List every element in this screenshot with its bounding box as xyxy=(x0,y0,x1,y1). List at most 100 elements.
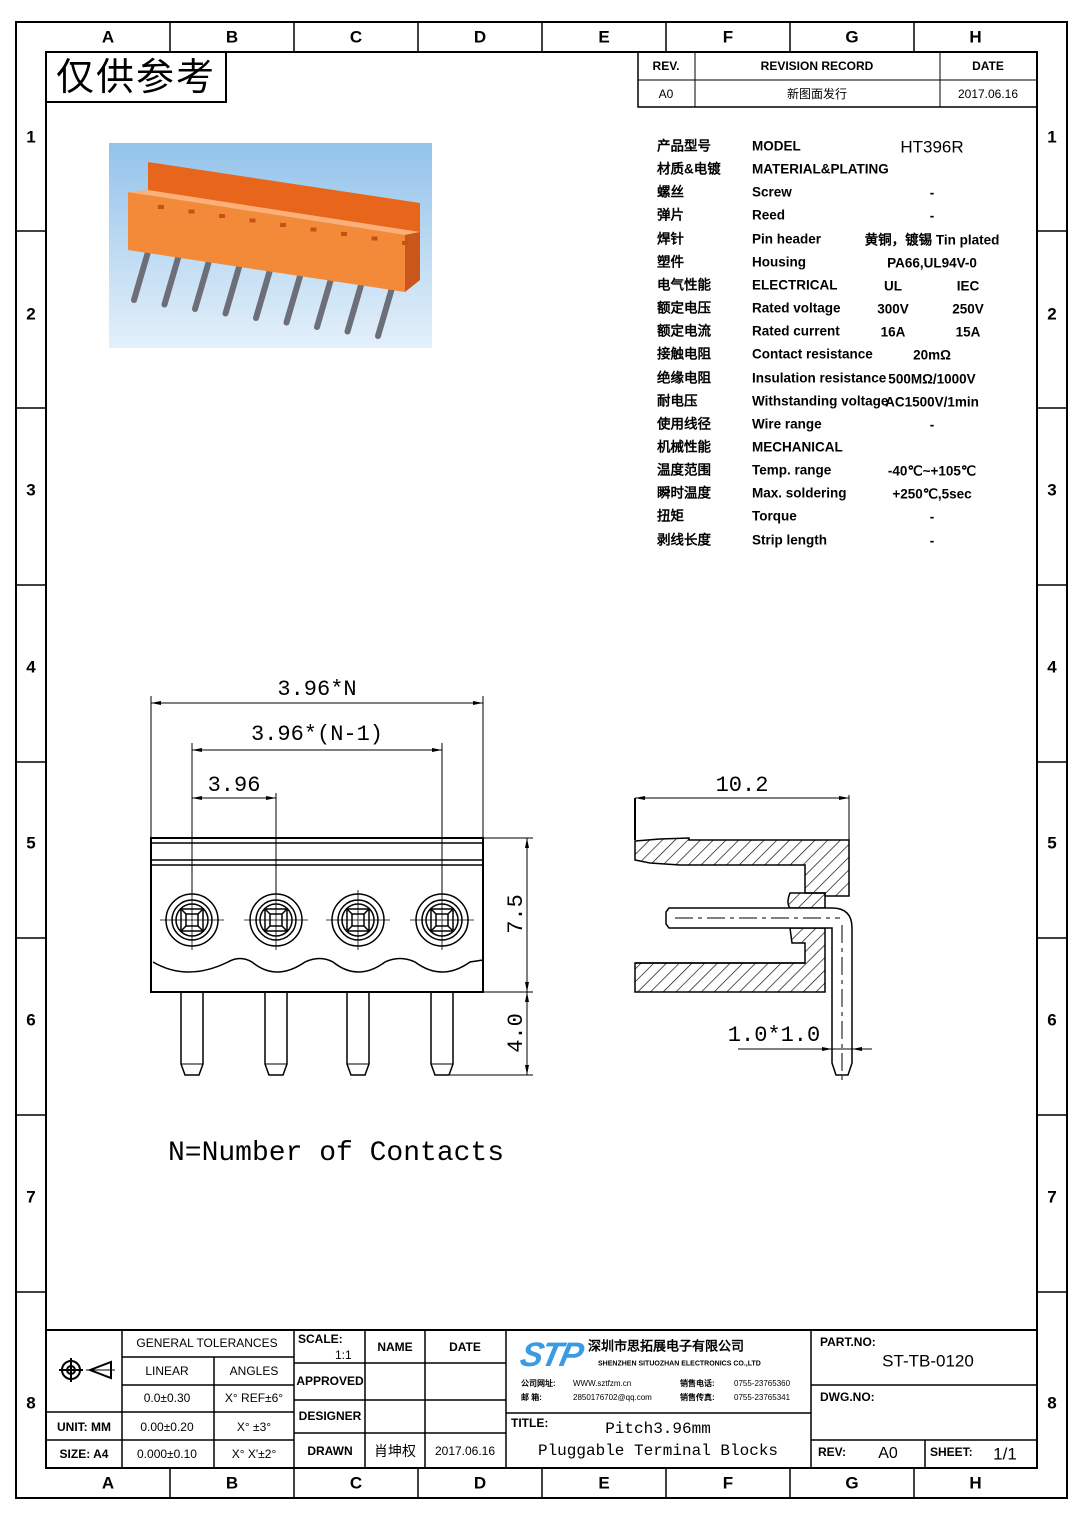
grid-row-label: 4 xyxy=(26,657,36,677)
dim-pin-length: 4.0 xyxy=(504,1013,529,1053)
spec-label-en: Withstanding voltage xyxy=(752,392,889,408)
grid-column-label: D xyxy=(473,1473,487,1493)
spec-label-cn: 弹片 xyxy=(657,207,684,223)
grid-row-label: 2 xyxy=(26,304,36,324)
sheet-value: 1/1 xyxy=(993,1444,1017,1464)
tel-label: 销售电话: xyxy=(680,1379,715,1388)
rev-value: A0 xyxy=(658,87,674,101)
spec-label-cn: 机械性能 xyxy=(657,439,711,455)
grid-column-label: F xyxy=(722,27,734,47)
photo-pin xyxy=(314,276,334,330)
grid-column-label: H xyxy=(969,27,982,47)
grid-row-label: 3 xyxy=(1047,480,1057,500)
company-name-en: SHENZHEN SITUOZHAN ELECTRONICS CO.,LTD xyxy=(598,1360,761,1368)
spec-label-en: Reed xyxy=(752,207,786,223)
spec-label-cn: 使用线径 xyxy=(657,416,711,432)
spec-value-iec: 250V xyxy=(952,301,984,317)
linear-tol-1: 0.0±0.30 xyxy=(143,1391,191,1405)
grid-row-label: 1 xyxy=(1047,127,1057,147)
spec-label-cn: 瞬时温度 xyxy=(657,485,711,501)
angle-tol-3: X° X'±2° xyxy=(231,1447,277,1461)
revision-record-header: REVISION RECORD xyxy=(760,59,874,73)
grid-row-label: 7 xyxy=(1047,1187,1057,1207)
angle-tol-2: X° ±3° xyxy=(236,1420,272,1434)
terminal-screw xyxy=(244,890,308,1076)
spec-label-en: MODEL xyxy=(752,138,801,154)
spec-value: - xyxy=(929,532,935,548)
side-view xyxy=(634,795,872,1080)
spec-value-ul: 16A xyxy=(880,324,906,340)
drawn-label: DRAWN xyxy=(307,1444,353,1458)
grid-row-label: 5 xyxy=(1047,833,1057,853)
photo-pin xyxy=(344,280,365,335)
spec-value-iec: 15A xyxy=(955,324,981,340)
dim-pitch: 3.96 xyxy=(207,773,261,798)
grid-row-label: 1 xyxy=(26,127,36,147)
drawn-date: 2017.06.16 xyxy=(434,1444,496,1458)
grid-column-label: C xyxy=(349,27,363,47)
photo-pin xyxy=(283,271,304,326)
photo-slot xyxy=(158,205,164,209)
photo-pin xyxy=(192,258,212,312)
dim-depth: 10.2 xyxy=(715,773,769,798)
photo-pin xyxy=(375,285,395,339)
spec-value-iec: IEC xyxy=(956,278,980,294)
photo-slot xyxy=(280,223,286,227)
general-tolerances-label: GENERAL TOLERANCES xyxy=(136,1336,278,1350)
grid-row-label: 7 xyxy=(26,1187,36,1207)
photo-slot xyxy=(219,214,225,218)
rev-header: REV. xyxy=(652,59,680,73)
size-label: SIZE: A4 xyxy=(59,1447,109,1461)
spec-label-cn: 剥线长度 xyxy=(657,531,711,547)
spec-label-en: MECHANICAL xyxy=(752,439,843,455)
spec-value: 500MΩ/1000V xyxy=(888,370,976,386)
date-header: DATE xyxy=(972,59,1004,73)
drawn-by-name: 肖坤权 xyxy=(374,1443,416,1459)
grid-column-label: D xyxy=(473,27,487,47)
front-view xyxy=(150,696,533,1076)
title-line-2: Pluggable Terminal Blocks xyxy=(537,1442,779,1460)
revision-record-value: 新图面发行 xyxy=(786,87,848,101)
grid-row-label: 3 xyxy=(26,480,36,500)
spec-value: HT396R xyxy=(900,137,964,157)
photo-slot xyxy=(371,236,378,241)
spec-label-cn: 额定电流 xyxy=(657,323,711,339)
spec-value: +250℃,5sec xyxy=(892,486,972,502)
spec-value: 20mΩ xyxy=(913,347,951,363)
reference-only-stamp: 仅供参考 xyxy=(55,55,217,99)
scale-value: 1:1 xyxy=(335,1348,352,1362)
grid-column-label: G xyxy=(845,27,859,47)
grid-column-label: F xyxy=(722,1473,734,1493)
product-photo xyxy=(109,143,432,348)
spec-label-cn: 螺丝 xyxy=(657,184,684,200)
spec-value: -40℃~+105℃ xyxy=(887,463,977,479)
fax-value: 0755-23765341 xyxy=(734,1393,791,1402)
grid-row-label: 6 xyxy=(26,1010,36,1030)
dim-pin-size: 1.0*1.0 xyxy=(727,1023,821,1048)
grid-column-label: B xyxy=(225,27,239,47)
spec-label-en: Rated current xyxy=(752,323,840,339)
spec-label-en: ELECTRICAL xyxy=(752,277,838,293)
tel-value: 0755-23765360 xyxy=(734,1379,791,1388)
approved-label: APPROVED xyxy=(296,1374,364,1388)
spec-label-cn: 温度范围 xyxy=(657,462,711,478)
spec-label-en: Wire range xyxy=(752,416,822,432)
photo-slot xyxy=(249,218,256,223)
dwg-no-label: DWG.NO: xyxy=(820,1390,875,1404)
mail-value: 2850176702@qq.com xyxy=(573,1393,652,1402)
photo-slot xyxy=(188,209,195,214)
terminal-screw xyxy=(410,890,474,1076)
photo-pin xyxy=(131,249,151,303)
grid-column-label: C xyxy=(349,1473,363,1493)
company-logo: STP xyxy=(516,1336,586,1374)
title-block-lines xyxy=(46,1329,1037,1468)
grid-row-label: 6 xyxy=(1047,1010,1057,1030)
unit-label: UNIT: MM xyxy=(57,1420,111,1434)
revision-date-value: 2017.06.16 xyxy=(957,87,1019,101)
terminal-screw xyxy=(326,890,390,1076)
spec-value: - xyxy=(929,185,935,201)
grid-row-label: 8 xyxy=(26,1393,36,1413)
web-label: 公司网址: xyxy=(521,1379,556,1388)
photo-slot xyxy=(310,227,317,232)
grid-column-label: B xyxy=(225,1473,239,1493)
